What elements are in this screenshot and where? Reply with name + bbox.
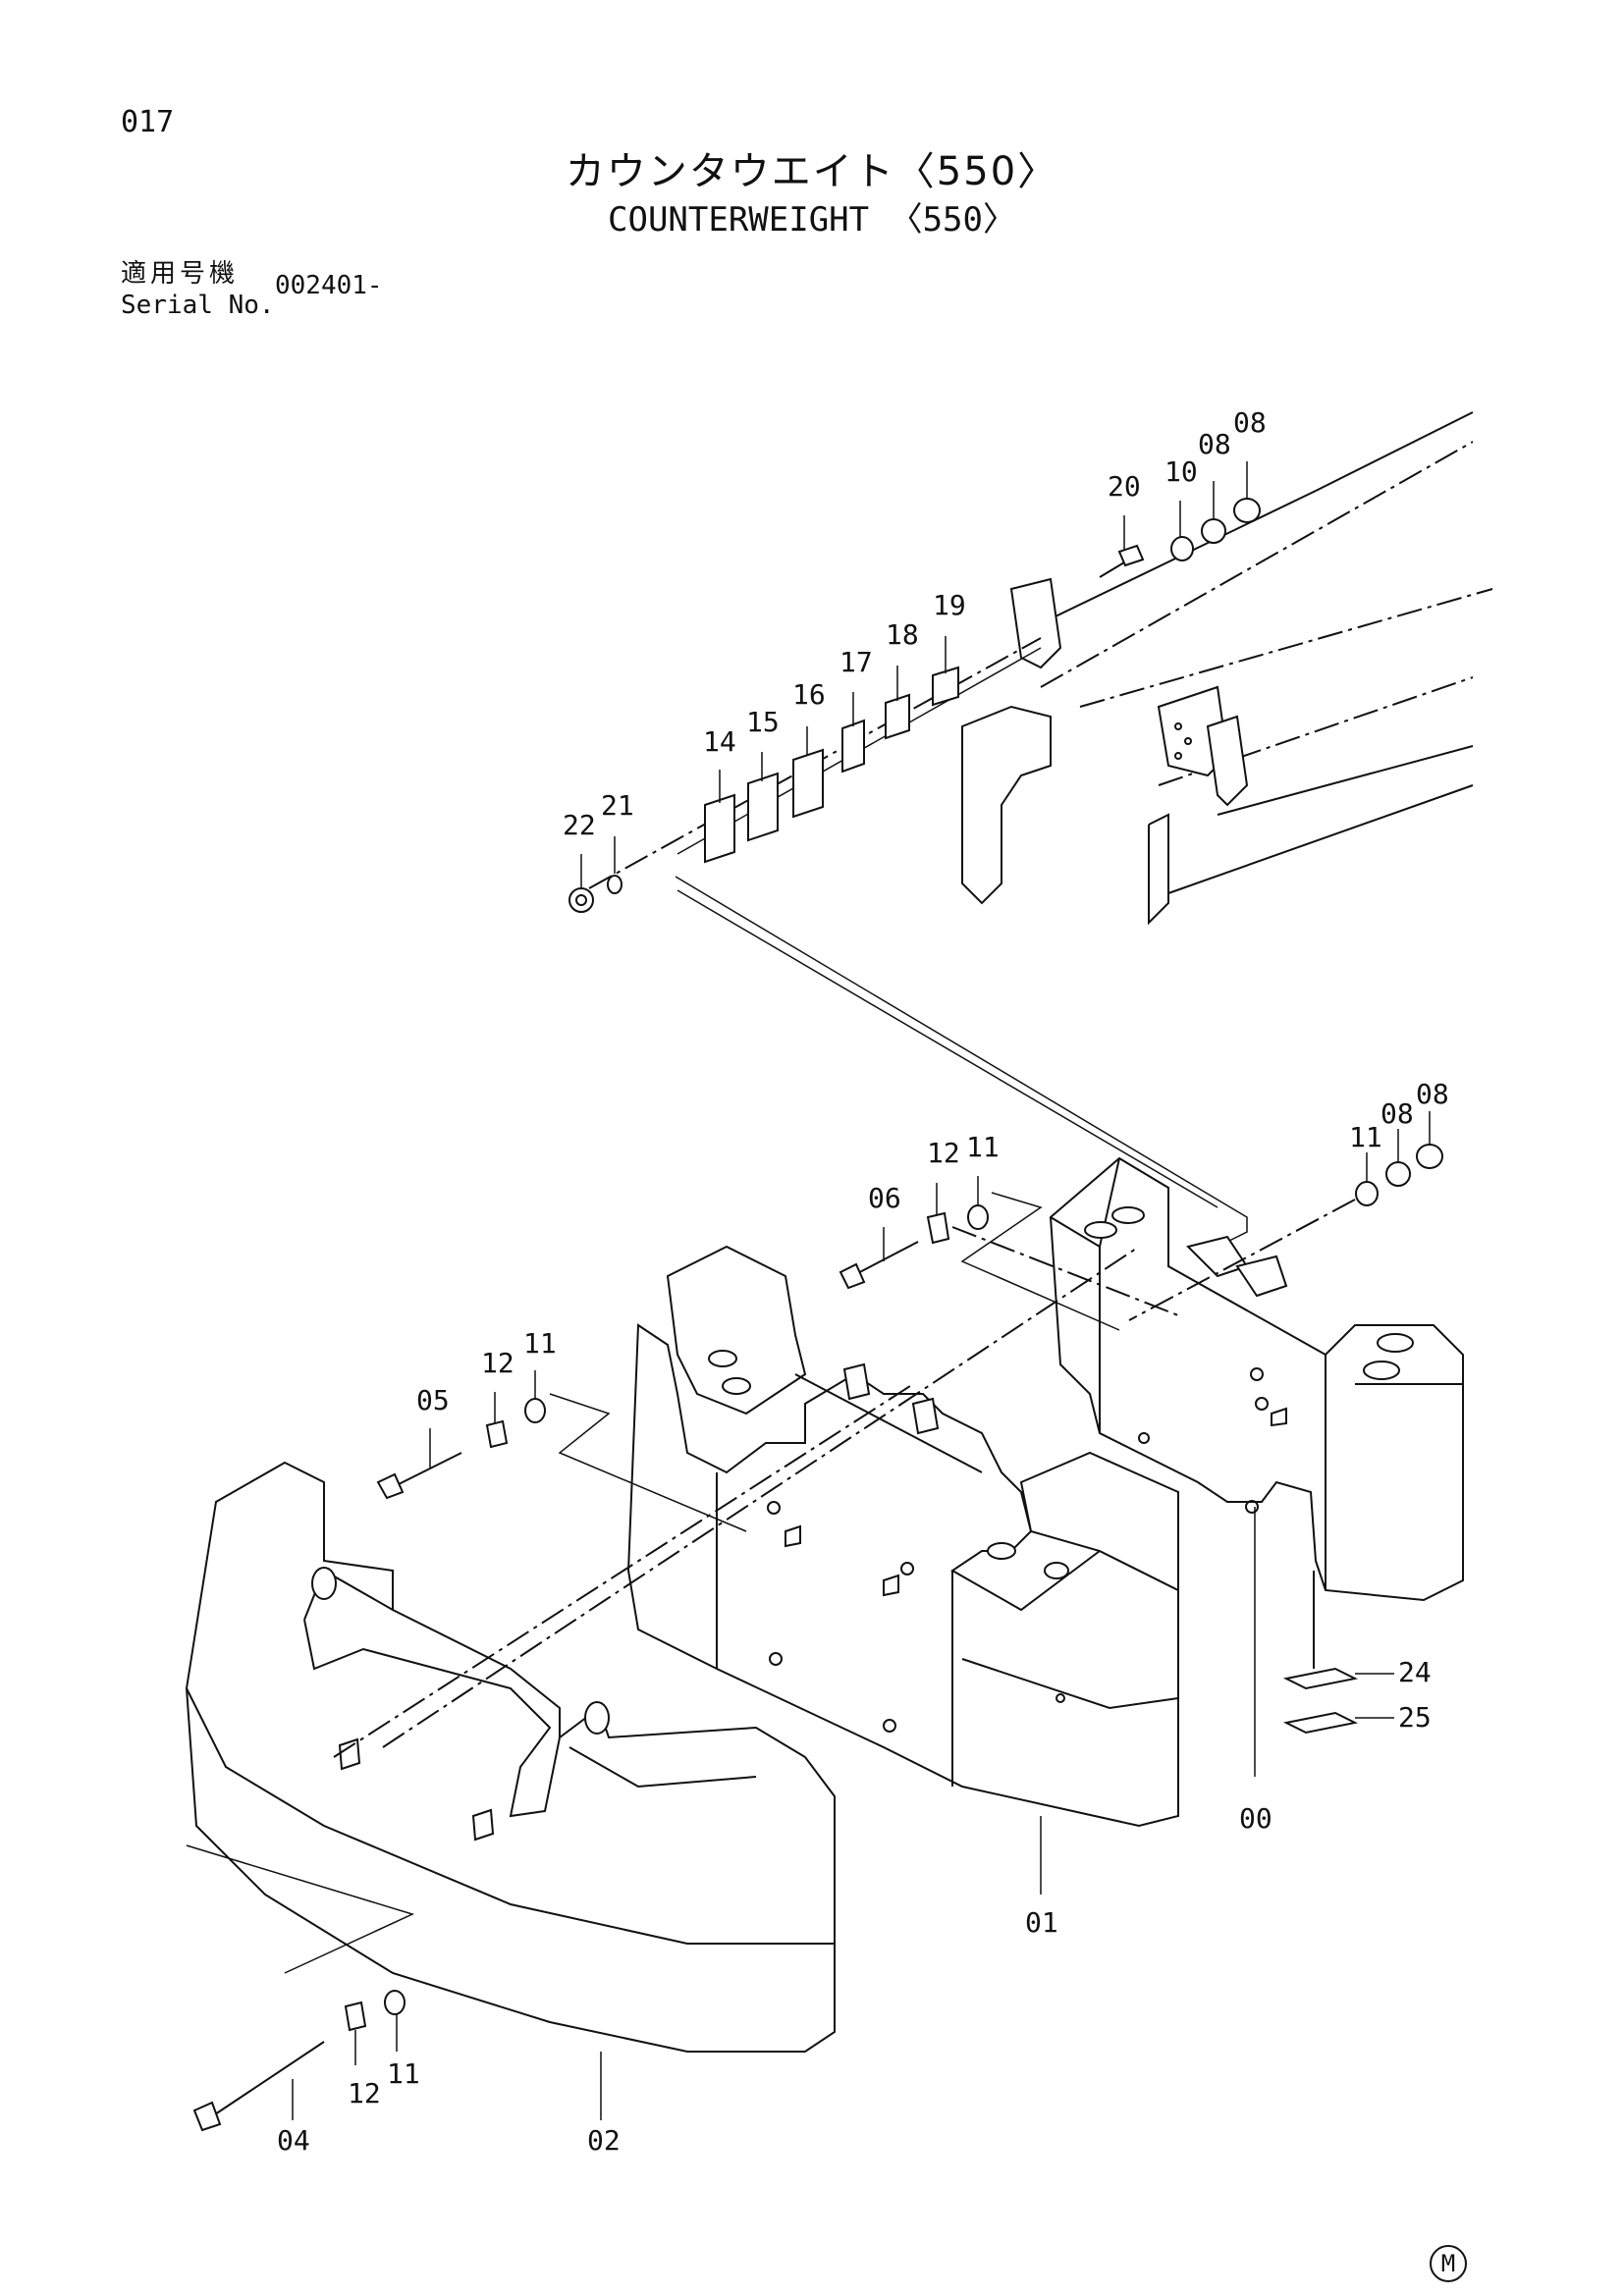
callout-11: 11 xyxy=(966,1131,1000,1163)
leader-lines xyxy=(292,461,1431,2120)
shim-15 xyxy=(747,772,779,842)
callout-24: 24 xyxy=(1398,1656,1432,1688)
serial-label-english: Serial No. xyxy=(121,291,275,320)
plate-25 xyxy=(1282,1711,1359,1735)
shim-stack xyxy=(568,498,1261,1243)
callout-11: 11 xyxy=(1349,1121,1382,1153)
shim-17 xyxy=(841,719,865,774)
callout-labels: 20 10 08 08 19 18 17 16 15 14 22 21 06 1… xyxy=(277,406,1449,2157)
callout-02: 02 xyxy=(587,2124,621,2157)
shim-19 xyxy=(932,666,959,707)
callout-22: 22 xyxy=(563,809,596,841)
title-english: COUNTERWEIGHT 〈550〉 xyxy=(608,200,1016,240)
bolt-06 xyxy=(839,1262,866,1290)
clip-12a xyxy=(926,1211,950,1245)
washer-11b xyxy=(1355,1181,1379,1206)
title-japanese: カウンタウエイト〈550〉 xyxy=(565,149,1059,194)
page-number: 017 xyxy=(121,105,175,139)
callout-18: 18 xyxy=(886,618,919,651)
callout-04: 04 xyxy=(277,2124,310,2157)
nut-22 xyxy=(568,887,594,913)
callout-08: 08 xyxy=(1198,428,1231,460)
callout-01: 01 xyxy=(1025,1906,1058,1939)
callout-14: 14 xyxy=(703,725,736,758)
callout-08: 08 xyxy=(1380,1097,1414,1130)
serial-label-japanese: 適用号機 xyxy=(121,259,240,289)
clip-12c xyxy=(344,2001,367,2032)
callout-17: 17 xyxy=(839,646,873,678)
callout-12: 12 xyxy=(927,1137,960,1169)
bolt-04 xyxy=(192,2101,222,2132)
callout-20: 20 xyxy=(1108,470,1141,503)
callout-12: 12 xyxy=(481,1347,514,1379)
shim-18 xyxy=(885,693,910,740)
callout-19: 19 xyxy=(933,589,966,621)
counterweight-part-00 xyxy=(1049,1156,1464,1602)
callout-05: 05 xyxy=(416,1384,450,1416)
callout-21: 21 xyxy=(601,789,634,822)
nut-08d xyxy=(1416,1144,1443,1169)
bolts-and-washers xyxy=(192,1144,1443,2132)
counterweight-part-02 xyxy=(185,1461,836,2053)
washer-21 xyxy=(607,875,623,894)
shim-14 xyxy=(704,793,735,864)
plate-24 xyxy=(1282,1667,1359,1690)
callout-00: 00 xyxy=(1239,1802,1272,1835)
upper-frame xyxy=(961,411,1493,926)
clip-12b xyxy=(485,1419,509,1449)
washer-11d xyxy=(384,1990,406,2015)
nut-08a xyxy=(1201,518,1226,544)
callout-11: 11 xyxy=(387,2057,420,2090)
washer-10 xyxy=(1170,536,1194,561)
callout-10: 10 xyxy=(1164,455,1198,488)
marking-symbol: M xyxy=(1430,2245,1467,2282)
callout-12: 12 xyxy=(348,2077,381,2109)
callout-15: 15 xyxy=(746,706,780,738)
nut-08c xyxy=(1385,1161,1411,1187)
nut-08b xyxy=(1233,498,1261,523)
callout-11: 11 xyxy=(523,1327,557,1360)
shim-16 xyxy=(792,748,824,819)
callout-16: 16 xyxy=(792,678,826,711)
washer-11a xyxy=(967,1204,989,1230)
bolt-05 xyxy=(376,1472,405,1500)
washer-11c xyxy=(524,1398,546,1423)
callout-25: 25 xyxy=(1398,1701,1432,1734)
counterweight-part-01 xyxy=(626,1245,1179,1828)
callout-06: 06 xyxy=(868,1182,901,1214)
callout-08: 08 xyxy=(1233,406,1267,439)
serial-number-value: 002401- xyxy=(275,271,383,300)
callout-08: 08 xyxy=(1416,1078,1449,1110)
